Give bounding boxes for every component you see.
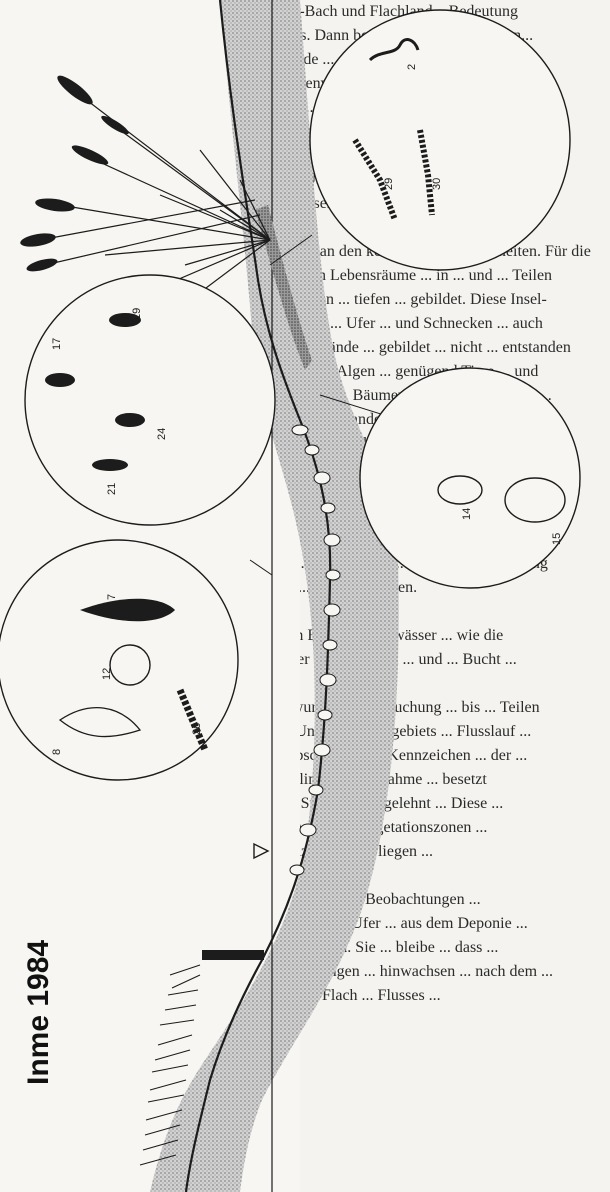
specimen-number-2: 2: [406, 64, 418, 70]
specimen-number-15: 15: [551, 533, 563, 545]
insect-larva-24-icon: [115, 413, 145, 427]
specimen-number-7: 7: [106, 594, 118, 600]
specimen-number-8: 8: [51, 749, 63, 755]
snails-circle: [0, 540, 238, 780]
specimen-number-19: 19: [131, 308, 143, 320]
specimen-number-21: 21: [106, 483, 118, 495]
amphipod-17-icon: [45, 373, 75, 387]
mussels-circle: [360, 368, 580, 588]
specimen-number-12: 12: [101, 668, 113, 680]
specimen-number-14: 14: [461, 508, 473, 520]
specimen-number-17: 17: [51, 338, 63, 350]
insect-larva-21-icon: [92, 459, 128, 471]
specimen-number-26: 26: [191, 723, 203, 735]
figure-caption: Inme 1984: [22, 940, 56, 1085]
specimen-number-29: 29: [383, 178, 395, 190]
insects-circle: [25, 275, 275, 525]
larvae-circle-top: [310, 10, 570, 270]
bank-embankment-bar: [202, 950, 264, 960]
specimen-number-30: 30: [431, 178, 443, 190]
specimen-number-24: 24: [156, 428, 168, 440]
